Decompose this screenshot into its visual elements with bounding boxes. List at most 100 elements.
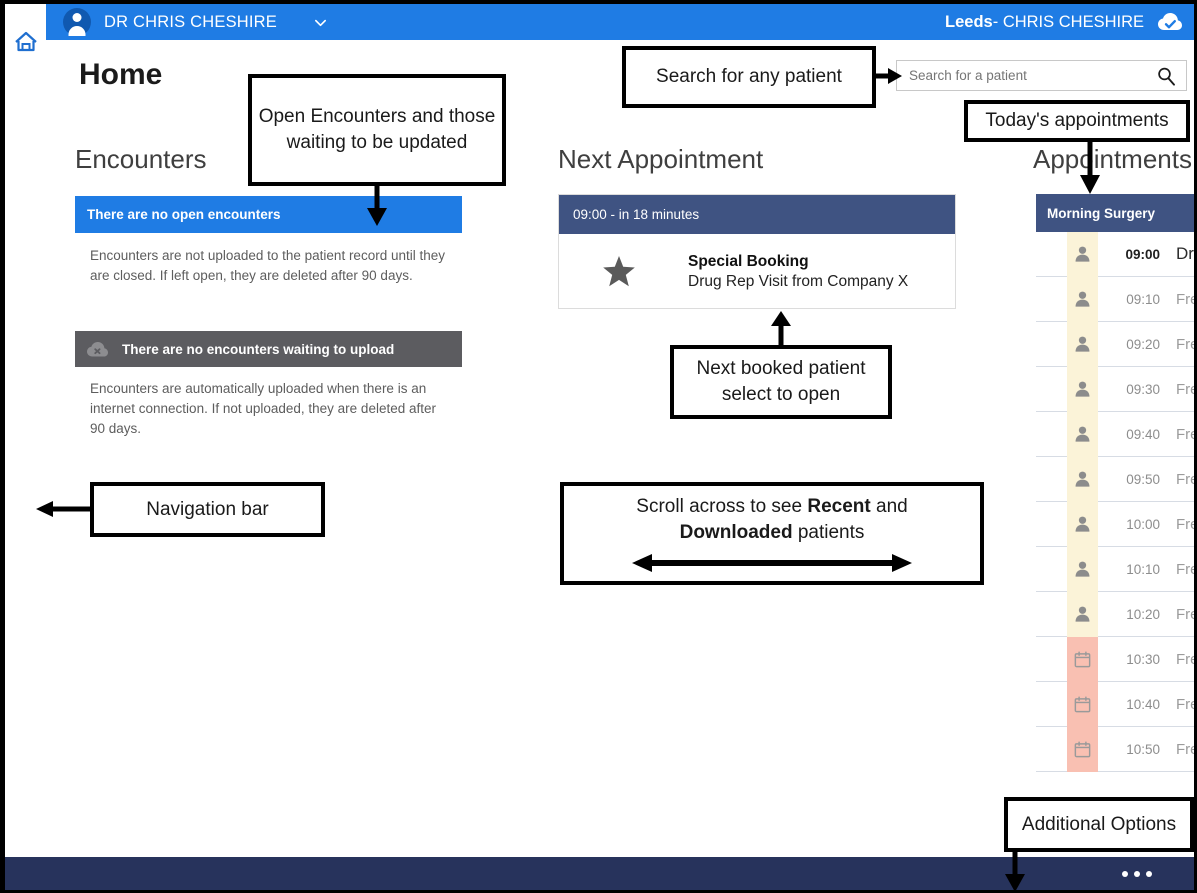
person-icon: [1067, 321, 1098, 367]
chevron-down-icon[interactable]: [313, 15, 328, 30]
top-app-bar: DR CHRIS CHESHIRE Leeds - CHRIS CHESHIRE: [46, 4, 1194, 40]
search-icon[interactable]: [1156, 66, 1176, 86]
appointment-time: 10:40: [1126, 696, 1160, 712]
person-icon: [1067, 501, 1098, 547]
appointment-description: Free: [1176, 560, 1194, 578]
user-avatar-icon[interactable]: [63, 8, 91, 36]
patient-search-box[interactable]: [896, 60, 1187, 91]
calendar-icon: [1067, 636, 1098, 682]
home-icon[interactable]: [13, 29, 39, 55]
current-user-label: DR CHRIS CHESHIRE: [104, 12, 278, 31]
person-icon: [1067, 456, 1098, 502]
arrow-encounters: [367, 186, 387, 226]
annotation-additional-options: Additional Options: [1004, 797, 1194, 852]
next-appointment-title: Next Appointment: [558, 144, 764, 174]
open-encounters-banner[interactable]: There are no open encounters: [75, 196, 462, 233]
annotation-scroll-part2: and: [870, 495, 908, 517]
appointment-time: 09:20: [1126, 336, 1160, 352]
annotation-scroll: Scroll across to see Recent and Download…: [560, 482, 984, 585]
appointments-panel[interactable]: Morning Surgery 09:00 Drug Rep Visit from…: [1036, 194, 1194, 778]
appointment-time: 09:40: [1126, 426, 1160, 442]
next-appointment-text: Special Booking Drug Rep Visit from Comp…: [688, 253, 908, 291]
open-encounters-note: Encounters are not uploaded to the patie…: [90, 248, 445, 283]
appointment-row[interactable]: 09:00 Drug Rep Visit from Company X: [1036, 231, 1194, 277]
search-input[interactable]: [897, 68, 1156, 83]
appointment-row[interactable]: 09:50 Free: [1036, 456, 1194, 502]
annotation-search: Search for any patient: [622, 46, 876, 108]
annotation-nav-bar: Navigation bar: [90, 482, 325, 537]
cloud-x-icon: [86, 341, 110, 358]
appointment-row[interactable]: 10:20 Free: [1036, 591, 1194, 637]
appointment-time: 10:10: [1126, 561, 1160, 577]
appointment-time: 09:00: [1125, 246, 1160, 262]
appointment-time: 10:20: [1126, 606, 1160, 622]
appointment-row[interactable]: 10:10 Free: [1036, 546, 1194, 592]
appointment-row[interactable]: 10:50 Free: [1036, 726, 1194, 772]
appointment-description: Free: [1176, 470, 1194, 488]
person-icon: [1067, 276, 1098, 322]
encounters-section-title: Encounters: [75, 144, 207, 174]
appointment-description: Free: [1176, 695, 1194, 713]
arrow-today: [1080, 142, 1100, 194]
appointment-description: Free: [1176, 380, 1194, 398]
annotation-encounters: Open Encounters and those waiting to be …: [248, 74, 506, 186]
appointments-title: Appointments: [1033, 144, 1192, 174]
appointments-list: 09:00Drug Rep Visit from Company X09:10F…: [1036, 231, 1194, 772]
appointment-description: Free: [1176, 650, 1194, 668]
annotation-scroll-recent: Recent: [807, 495, 871, 517]
calendar-icon: [1067, 681, 1098, 727]
upload-encounters-label: There are no encounters waiting to uploa…: [122, 341, 395, 357]
more-options-icon[interactable]: [1122, 870, 1152, 877]
next-appointment-name: Special Booking: [688, 252, 809, 270]
person-icon: [1067, 411, 1098, 457]
next-appointment-time: 09:00 - in 18 minutes: [559, 195, 955, 234]
arrow-nav-bar: [36, 501, 92, 517]
star-icon: [602, 255, 636, 288]
appointment-description: Free: [1176, 290, 1194, 308]
upload-encounters-banner[interactable]: There are no encounters waiting to uploa…: [75, 331, 462, 367]
appointment-row[interactable]: 09:10 Free: [1036, 276, 1194, 322]
appointment-time: 10:30: [1126, 651, 1160, 667]
bottom-bar: [5, 857, 1194, 890]
appbar-user-label: - CHRIS CHESHIRE: [992, 12, 1144, 31]
appointment-row[interactable]: 09:20 Free: [1036, 321, 1194, 367]
appointment-time: 10:50: [1126, 741, 1160, 757]
appointments-session-header: Morning Surgery: [1036, 194, 1194, 232]
person-icon: [1067, 366, 1098, 412]
arrow-additional-options: [1005, 852, 1025, 890]
next-appointment-body: Special Booking Drug Rep Visit from Comp…: [559, 234, 955, 309]
arrow-search: [876, 68, 902, 84]
appointment-description: Free: [1176, 740, 1194, 758]
appointment-time: 09:10: [1126, 291, 1160, 307]
annotation-scroll-part1: Scroll across to see: [636, 495, 808, 517]
double-arrow-icon: [632, 553, 912, 572]
appointment-description: Free: [1176, 605, 1194, 623]
upload-encounters-note: Encounters are automatically uploaded wh…: [90, 381, 436, 436]
appointment-description: Free: [1176, 335, 1194, 353]
appointment-time: 10:00: [1126, 516, 1160, 532]
appointment-time: 09:50: [1126, 471, 1160, 487]
annotation-scroll-downloaded: Downloaded: [679, 521, 793, 543]
appointment-row[interactable]: 09:30Free: [1036, 366, 1194, 412]
page-title: Home: [79, 58, 163, 91]
next-appointment-detail: Drug Rep Visit from Company X: [688, 272, 909, 290]
appbar-right-group: Leeds - CHRIS CHESHIRE: [945, 12, 1194, 32]
annotation-next-patient: Next booked patient select to open: [670, 345, 892, 419]
navigation-bar[interactable]: [5, 4, 46, 857]
person-icon: [1067, 231, 1098, 277]
annotation-scroll-part3: patients: [792, 521, 865, 543]
appointment-row[interactable]: 09:40 Free: [1036, 411, 1194, 457]
next-appointment-card[interactable]: 09:00 - in 18 minutes Special Booking Dr…: [558, 194, 956, 309]
arrow-next-patient: [771, 311, 791, 347]
appointment-description: Free: [1176, 515, 1194, 533]
appointment-row[interactable]: 10:00 Free: [1036, 501, 1194, 547]
calendar-icon: [1067, 726, 1098, 772]
site-label: Leeds: [945, 12, 993, 31]
appointment-row[interactable]: 10:40 Free: [1036, 681, 1194, 727]
cloud-check-icon[interactable]: [1157, 12, 1183, 32]
appointment-description: Drug Rep Visit from Company X: [1176, 244, 1194, 263]
appointment-description: Free: [1176, 425, 1194, 443]
person-icon: [1067, 591, 1098, 637]
appointment-row[interactable]: 10:30 Free: [1036, 636, 1194, 682]
